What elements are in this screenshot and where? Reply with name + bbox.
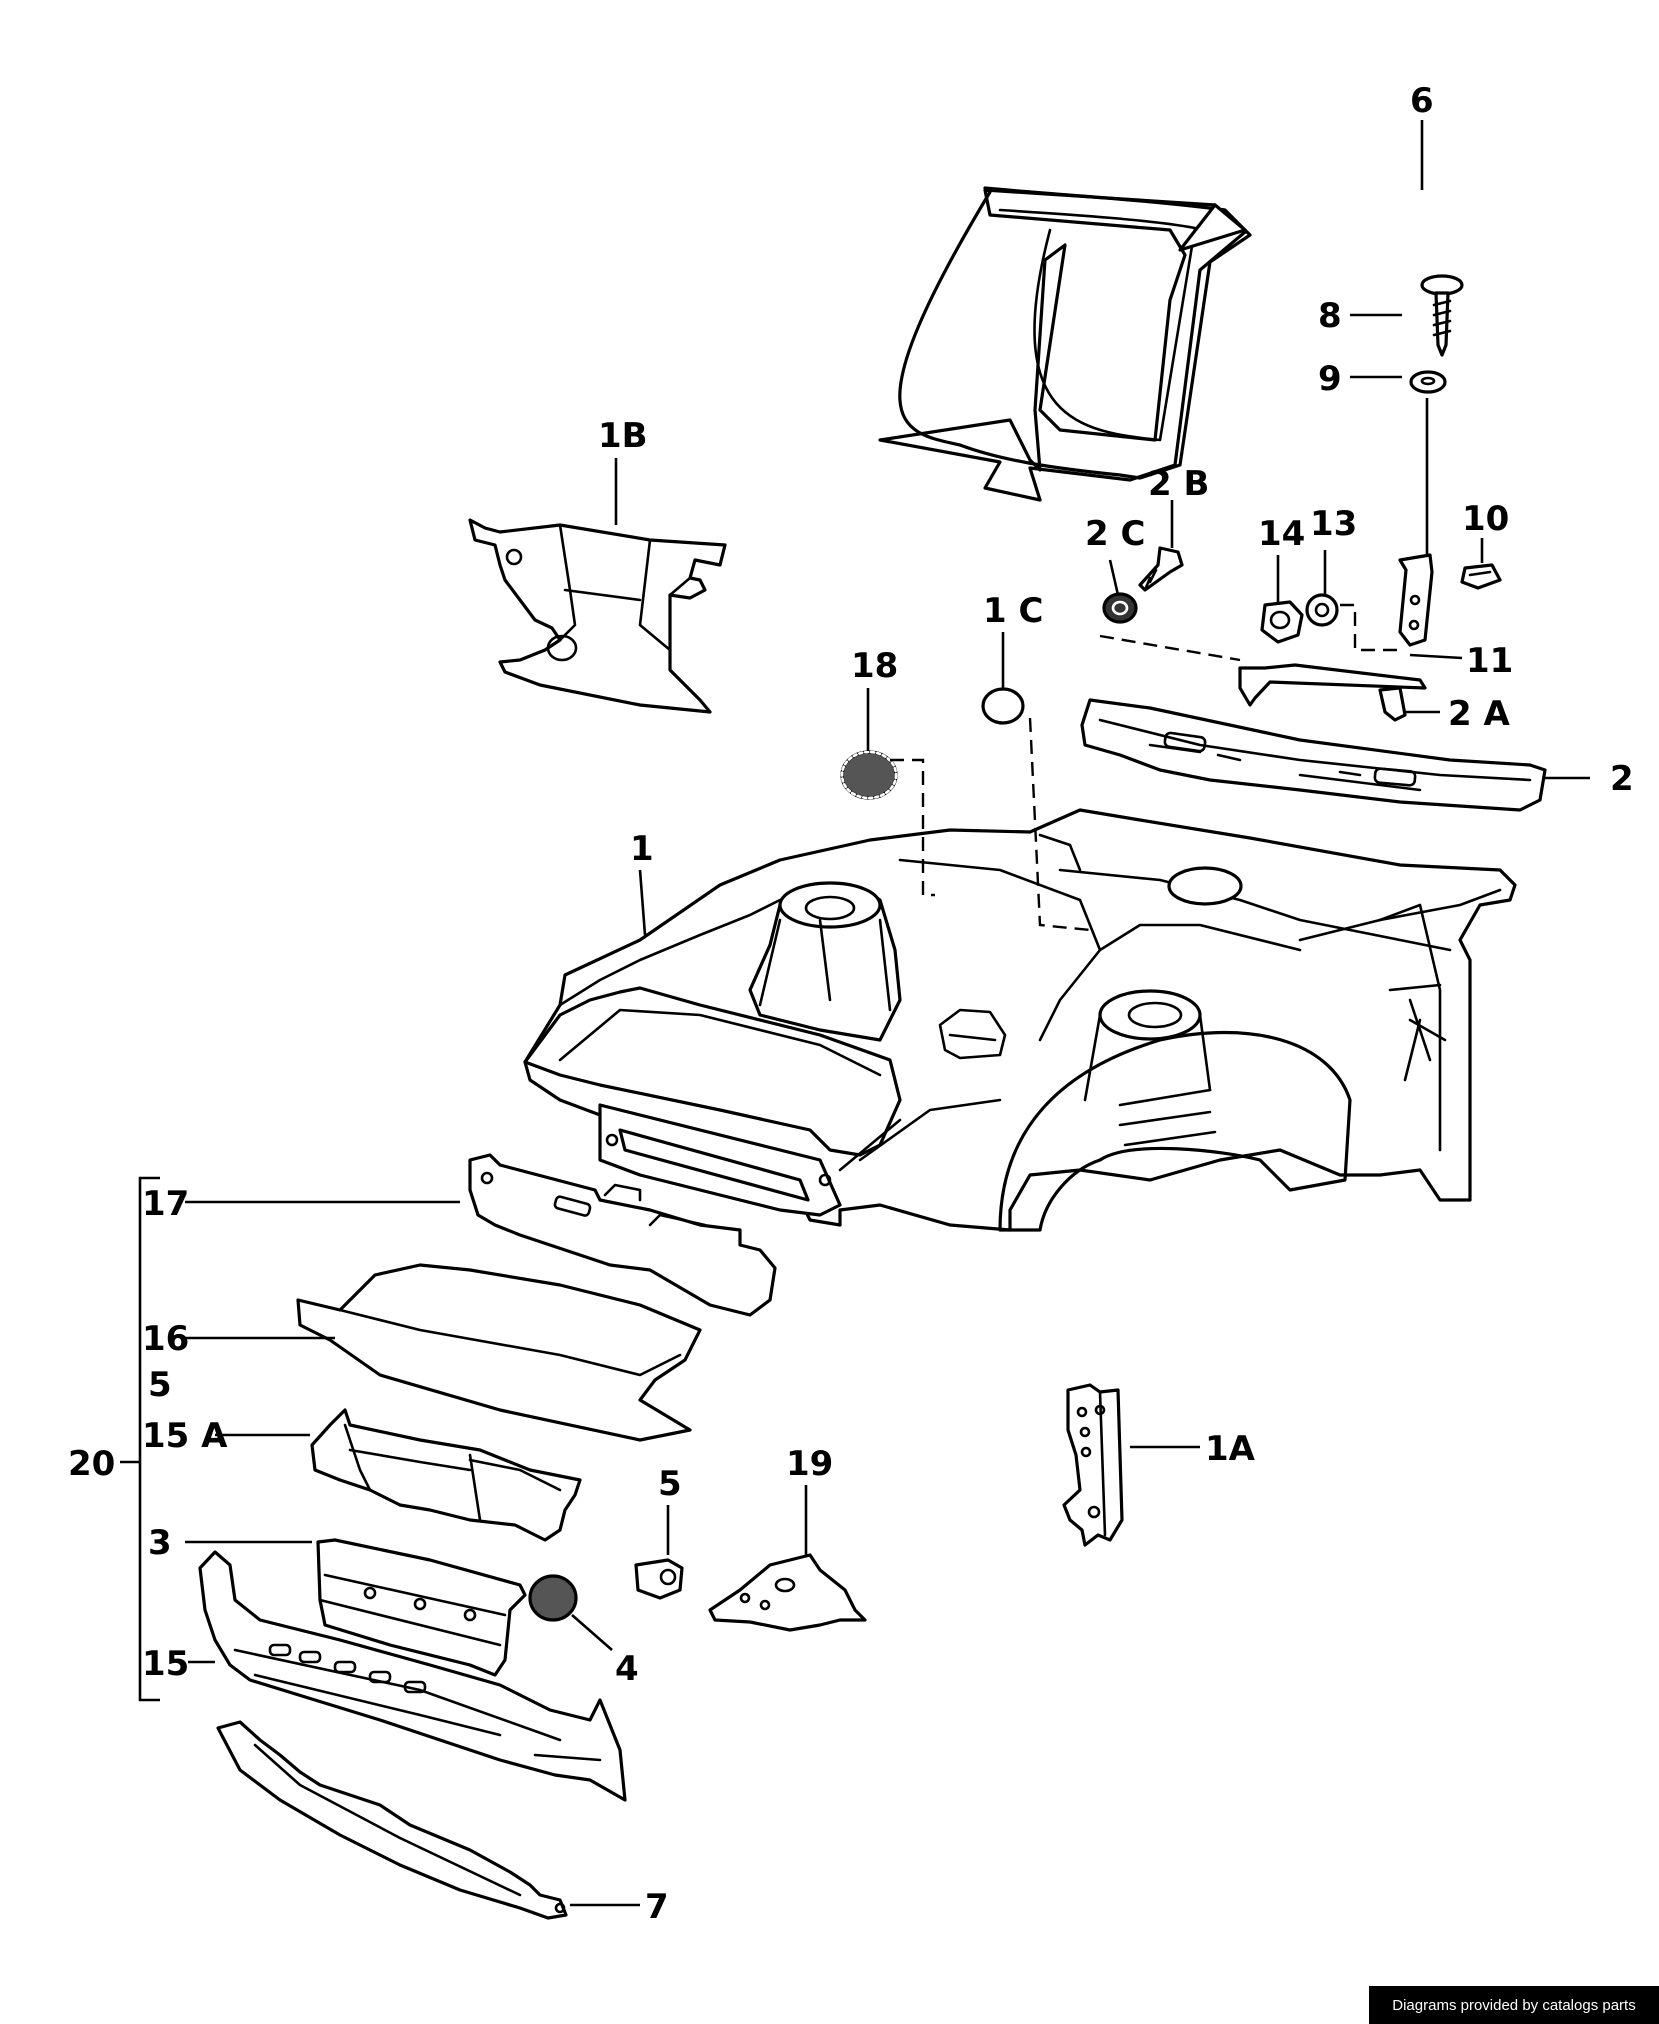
part-1a-bracket [1062,1383,1124,1547]
callout-1c: 1 C [983,591,1043,631]
part-1-front-body-shell [523,808,1517,1232]
part-4-rubber-stop [528,1574,578,1622]
leader-lines [120,120,1590,1907]
part-15-apron [198,1550,627,1802]
part-19-bracket [708,1553,867,1632]
callout-13: 13 [1310,504,1357,544]
credit-text: Diagrams provided by catalogs parts [1392,1996,1636,2014]
callout-9: 9 [1318,359,1342,399]
callout-4: 4 [615,1649,639,1689]
part-1c-plug [981,687,1025,725]
callout-19: 19 [786,1444,833,1484]
assembly-lines [890,603,1400,932]
part-5-rubber-stop [634,1558,684,1600]
callout-5b: 5 [658,1464,682,1504]
part-16-trunk-lid [296,1263,702,1442]
part-1b-bracket [468,518,727,714]
callout-16: 16 [142,1319,189,1359]
part-3-reinforcement [316,1538,527,1677]
callout-2: 2 [1610,759,1634,799]
callout-20: 20 [68,1444,115,1484]
part-8-screw [1420,274,1464,357]
callout-14: 14 [1258,514,1305,554]
callout-labels: 6 8 9 1B 2 B 2 C 14 13 10 1 C 11 18 2 A … [68,81,1634,1927]
callout-15a: 15 A [142,1416,228,1456]
part-6-windshield-frame [878,186,1252,502]
callout-3: 3 [148,1523,172,1563]
callout-2a: 2 A [1448,694,1510,734]
callout-7: 7 [645,1887,669,1927]
callout-8: 8 [1318,296,1342,336]
credit-badge: Diagrams provided by catalogs parts [1369,1986,1659,2024]
part-15a-panel [310,1408,582,1542]
part-14-nut [1260,600,1304,644]
callout-18: 18 [851,646,898,686]
part-2-cowl-panel [1080,698,1547,812]
callout-17: 17 [142,1184,189,1224]
callout-1b: 1B [598,416,648,456]
callout-10: 10 [1462,499,1509,539]
part-11-bracket [1398,553,1434,647]
part-17-crossmember [468,1153,777,1317]
callout-2c: 2 C [1085,514,1145,554]
part-2c-nut [1102,592,1138,624]
callout-15: 15 [142,1644,189,1684]
callout-1a: 1A [1205,1429,1256,1469]
part-2a-bracket [1238,663,1427,722]
part-13-washer [1305,593,1339,627]
part-7-spoiler [216,1720,568,1920]
part-18-grommet [840,750,898,800]
callout-5a: 5 [148,1365,172,1405]
callout-6: 6 [1410,81,1434,121]
callout-11: 11 [1466,641,1513,681]
callout-2b: 2 B [1148,464,1209,504]
callout-1: 1 [630,829,654,869]
part-9-washer [1409,370,1447,394]
part-10-clip [1460,563,1502,590]
part-2b-clip [1138,546,1184,592]
